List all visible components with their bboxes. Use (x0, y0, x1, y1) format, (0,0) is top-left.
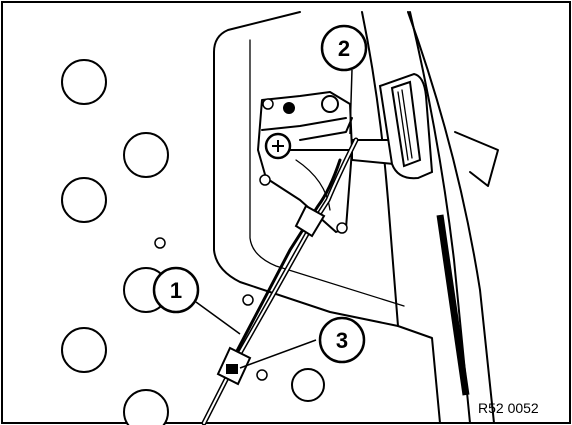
lock-screw (336, 222, 348, 234)
door-handle-recess (378, 72, 434, 180)
callout-2: 2 (320, 24, 368, 72)
door-rod (436, 214, 470, 396)
callout-3: 3 (318, 316, 366, 364)
panel-hole (61, 177, 107, 223)
door-frame-edge (361, 11, 471, 424)
panel-hole (291, 368, 325, 402)
panel-hole (123, 389, 169, 425)
panel-hole (123, 132, 169, 178)
lock-screw (259, 174, 271, 186)
bowden-cables (201, 137, 359, 425)
lock-cable-guide (295, 159, 331, 211)
handle-grip-detail (397, 89, 413, 161)
lock-screw (262, 98, 274, 110)
cable-secondary (224, 158, 342, 374)
callout-3-label: 3 (336, 328, 348, 353)
callout-3-leader (239, 339, 317, 369)
door-panel-inner-edge (249, 39, 405, 307)
cable-connector (216, 346, 252, 386)
striker-bracket (454, 131, 499, 187)
callout-1: 1 (152, 266, 200, 314)
callout-2-circle (320, 24, 368, 72)
callout-3-circle (318, 316, 366, 364)
callout-2-label: 2 (338, 36, 350, 61)
door-frame-outer-edge (407, 11, 495, 424)
lock-lever (261, 117, 347, 131)
callout-1-label: 1 (170, 278, 182, 303)
cable-sleeve (294, 204, 326, 238)
panel-hole-small (154, 237, 166, 249)
panel-hole-small (256, 369, 268, 381)
lock-screw (321, 95, 339, 113)
callout-2-leader (349, 69, 353, 135)
cable-inner (203, 139, 357, 424)
reference-code: R52 0052 (478, 400, 539, 416)
door-inner-panel (213, 11, 441, 424)
lock-rotor-key (272, 140, 284, 152)
panel-hole (61, 327, 107, 373)
callout-1-leader (195, 301, 241, 335)
panel-hole (61, 59, 107, 105)
panel-hole-small (242, 294, 254, 306)
callout-1-circle (152, 266, 200, 314)
lock-screw (283, 102, 295, 114)
connector-clip (226, 364, 238, 374)
